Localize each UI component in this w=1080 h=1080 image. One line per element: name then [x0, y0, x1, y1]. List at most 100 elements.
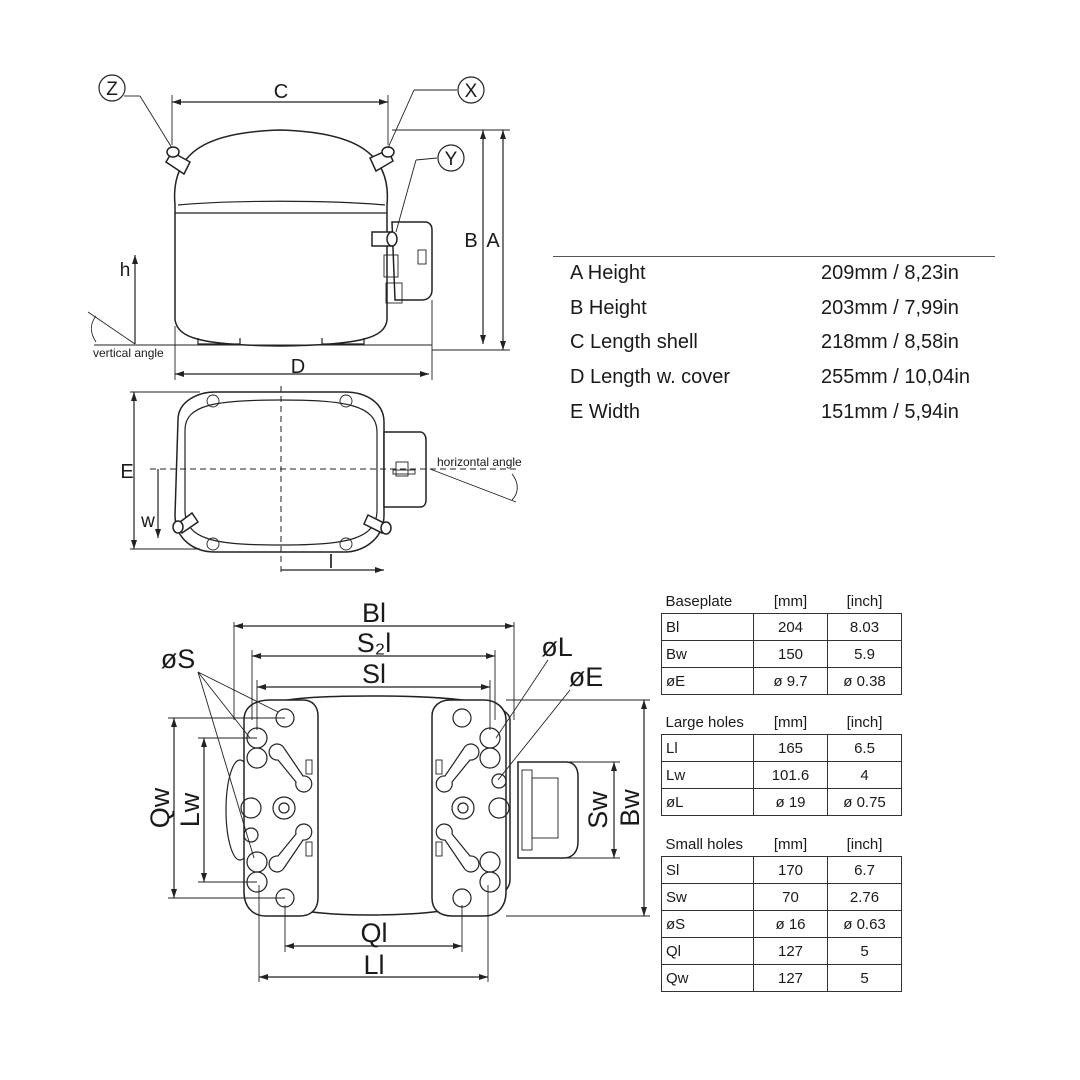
unit-mm-header: [mm]	[773, 713, 808, 731]
label-w: w	[140, 511, 155, 532]
table-title: Small holes	[665, 835, 744, 853]
unit-mm-header: [mm]	[773, 835, 808, 853]
dimension-label: A Height	[570, 262, 646, 284]
dimension-value: 151mm / 5,94in	[821, 400, 959, 423]
callout-y	[437, 144, 465, 172]
dimension-value: 209mm / 8,23in	[821, 262, 959, 284]
label-c: C	[274, 81, 288, 103]
row-inch: 5	[827, 964, 902, 992]
dimension-label: D Length w. cover	[570, 366, 731, 389]
dimension-value: 203mm / 7,99in	[821, 296, 959, 319]
table-row: Qw 127 5	[661, 964, 902, 992]
row-inch: 8.03	[827, 613, 902, 641]
dimension-label: B Height	[570, 296, 647, 319]
row-key: Ql	[661, 937, 754, 965]
label-d: D	[291, 356, 305, 378]
row-key: øE	[661, 667, 754, 695]
dimension-row-e: E Width 151mm / 5,94in	[553, 396, 995, 431]
side-view	[87, 74, 510, 380]
table-row: Sl 170 6.7	[661, 856, 902, 884]
row-inch: 5.9	[827, 640, 902, 668]
label-ol: øL	[541, 632, 573, 662]
row-inch: 5	[827, 937, 902, 965]
label-sl: Sl	[362, 659, 386, 689]
label-os: øS	[161, 644, 196, 674]
unit-inch-header: [inch]	[846, 835, 883, 853]
label-b: B	[464, 230, 477, 252]
row-key: Bw	[661, 640, 754, 668]
row-key: Ll	[661, 734, 754, 762]
top-view	[130, 386, 518, 575]
label-s2l: S₂l	[357, 628, 392, 658]
callout-z	[98, 74, 126, 102]
table-row: Ll 165 6.5	[661, 734, 902, 762]
table-row: øS ø 16 ø 0.63	[661, 910, 902, 938]
table-row: Sw 70 2.76	[661, 883, 902, 911]
table-row: Bw 150 5.9	[661, 640, 902, 668]
row-key: Sl	[661, 856, 754, 884]
row-mm: 165	[753, 734, 828, 762]
tube-y-icon	[371, 231, 398, 247]
table-title: Large holes	[665, 713, 744, 731]
label-ll: Ll	[363, 950, 384, 980]
label-horizontal-angle: horizontal angle	[437, 455, 522, 469]
row-inch: 2.76	[827, 883, 902, 911]
row-inch: 6.7	[827, 856, 902, 884]
label-sw: Sw	[583, 791, 613, 829]
row-mm: 127	[753, 964, 828, 992]
row-inch: 4	[827, 761, 902, 789]
row-mm: 127	[753, 937, 828, 965]
row-mm: 170	[753, 856, 828, 884]
dimension-label: C Length shell	[570, 331, 698, 354]
label-vertical-angle: vertical angle	[93, 346, 164, 360]
callout-x	[457, 76, 485, 104]
dimensions-list: A Height 209mm / 8,23in B Height 203mm /…	[553, 256, 995, 430]
table-row: Bl 204 8.03	[661, 613, 902, 641]
dimension-value: 218mm / 8,58in	[821, 331, 959, 354]
table-row: øE ø 9.7 ø 0.38	[661, 667, 902, 695]
row-mm: ø 16	[753, 910, 828, 938]
label-bw: Bw	[615, 789, 645, 827]
row-key: Lw	[661, 761, 754, 789]
baseplate-view	[168, 622, 650, 982]
large-holes-table: Large holes [mm] [inch] Ll 165 6.5 Lw 10…	[661, 710, 902, 816]
tube-x-icon	[369, 146, 395, 173]
label-lw: Lw	[175, 792, 205, 827]
row-key: Qw	[661, 964, 754, 992]
table-row: Ql 127 5	[661, 937, 902, 965]
dimension-row-b: B Height 203mm / 7,99in	[553, 292, 995, 327]
label-a: A	[486, 230, 500, 252]
table-row: øL ø 19 ø 0.75	[661, 788, 902, 816]
row-mm: ø 9.7	[753, 667, 828, 695]
row-mm: 70	[753, 883, 828, 911]
dimension-row-c: C Length shell 218mm / 8,58in	[553, 326, 995, 361]
dimension-value: 255mm / 10,04in	[821, 366, 970, 389]
label-y: Y	[445, 149, 458, 170]
label-ql: Ql	[361, 918, 388, 948]
table-row: Lw 101.6 4	[661, 761, 902, 789]
label-bl: Bl	[362, 598, 386, 628]
row-mm: 101.6	[753, 761, 828, 789]
dimension-label: E Width	[570, 400, 641, 423]
row-mm: ø 19	[753, 788, 828, 816]
row-inch: ø 0.38	[827, 667, 902, 695]
row-key: Bl	[661, 613, 754, 641]
baseplate-table: Baseplate [mm] [inch] Bl 204 8.03 Bw 150…	[661, 589, 902, 695]
label-e: E	[120, 461, 133, 483]
label-qw: Qw	[145, 787, 175, 828]
label-oe: øE	[569, 662, 604, 692]
label-l: l	[329, 552, 333, 573]
row-inch: ø 0.63	[827, 910, 902, 938]
row-inch: ø 0.75	[827, 788, 902, 816]
unit-inch-header: [inch]	[846, 592, 883, 610]
row-key: øL	[661, 788, 754, 816]
dimension-row-d: D Length w. cover 255mm / 10,04in	[553, 361, 995, 396]
unit-inch-header: [inch]	[846, 713, 883, 731]
row-key: øS	[661, 910, 754, 938]
row-mm: 204	[753, 613, 828, 641]
unit-mm-header: [mm]	[773, 592, 808, 610]
label-x: X	[465, 81, 478, 102]
label-z: Z	[106, 79, 118, 100]
tube-z-icon	[164, 146, 191, 176]
